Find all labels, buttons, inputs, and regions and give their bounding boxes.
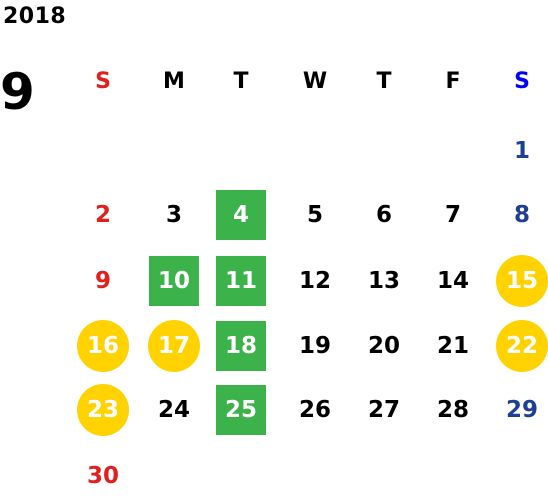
day-number: 14 [436,268,469,294]
day-cell-25[interactable]: 25 [214,383,268,437]
day-number: 19 [298,333,331,359]
day-number: 30 [86,463,119,489]
day-cell-8[interactable]: 8 [495,188,548,242]
day-square-highlight: 18 [216,321,266,371]
day-cell-13[interactable]: 13 [357,254,411,308]
weekday-tuesday: T [233,68,249,94]
day-cell-1[interactable]: 1 [495,124,548,178]
day-cell-2[interactable]: 2 [76,188,130,242]
day-number: 24 [157,397,190,423]
day-cell-18[interactable]: 18 [214,319,268,373]
day-square-highlight: 10 [149,256,199,306]
weekday-saturday: S [514,68,530,94]
day-number: 3 [165,202,182,228]
weekday-friday: F [445,68,461,94]
day-number: 6 [375,202,392,228]
day-cell-3[interactable]: 3 [147,188,201,242]
weekday-wednesday: W [302,68,328,94]
day-cell-7[interactable]: 7 [426,188,480,242]
day-cell-24[interactable]: 24 [147,383,201,437]
weekday-thursday: T [376,68,392,94]
day-number: 12 [298,268,331,294]
day-cell-17[interactable]: 17 [147,319,201,373]
day-cell-10[interactable]: 10 [147,254,201,308]
weekday-monday: M [163,68,185,94]
day-cell-20[interactable]: 20 [357,319,411,373]
day-square-highlight: 4 [216,190,266,240]
day-cell-26[interactable]: 26 [288,383,342,437]
day-number: 1 [513,138,530,164]
day-number: 13 [367,268,400,294]
day-number: 26 [298,397,331,423]
day-number: 28 [436,397,469,423]
day-number: 7 [444,202,461,228]
day-cell-27[interactable]: 27 [357,383,411,437]
day-cell-22[interactable]: 22 [495,319,548,373]
year-label: 2018 [3,4,67,29]
day-circle-highlight: 16 [77,320,129,372]
day-cell-16[interactable]: 16 [76,319,130,373]
day-cell-21[interactable]: 21 [426,319,480,373]
day-cell-19[interactable]: 19 [288,319,342,373]
day-number: 29 [505,397,538,423]
day-cell-28[interactable]: 28 [426,383,480,437]
day-circle-highlight: 15 [496,255,548,307]
day-cell-6[interactable]: 6 [357,188,411,242]
day-circle-highlight: 17 [148,320,200,372]
day-cell-5[interactable]: 5 [288,188,342,242]
day-cell-11[interactable]: 11 [214,254,268,308]
day-number: 2 [94,202,111,228]
day-square-highlight: 25 [216,385,266,435]
day-cell-29[interactable]: 29 [495,383,548,437]
day-cell-15[interactable]: 15 [495,254,548,308]
weekday-sunday: S [95,68,111,94]
day-cell-12[interactable]: 12 [288,254,342,308]
month-label: 9 [0,63,35,121]
day-cell-14[interactable]: 14 [426,254,480,308]
day-number: 9 [94,268,111,294]
day-square-highlight: 11 [216,256,266,306]
day-cell-4[interactable]: 4 [214,188,268,242]
day-cell-23[interactable]: 23 [76,383,130,437]
day-cell-9[interactable]: 9 [76,254,130,308]
day-number: 27 [367,397,400,423]
day-number: 21 [436,333,469,359]
day-cell-30[interactable]: 30 [76,449,130,503]
day-circle-highlight: 22 [496,320,548,372]
day-circle-highlight: 23 [77,384,129,436]
day-number: 20 [367,333,400,359]
day-number: 5 [306,202,323,228]
day-number: 8 [513,202,530,228]
